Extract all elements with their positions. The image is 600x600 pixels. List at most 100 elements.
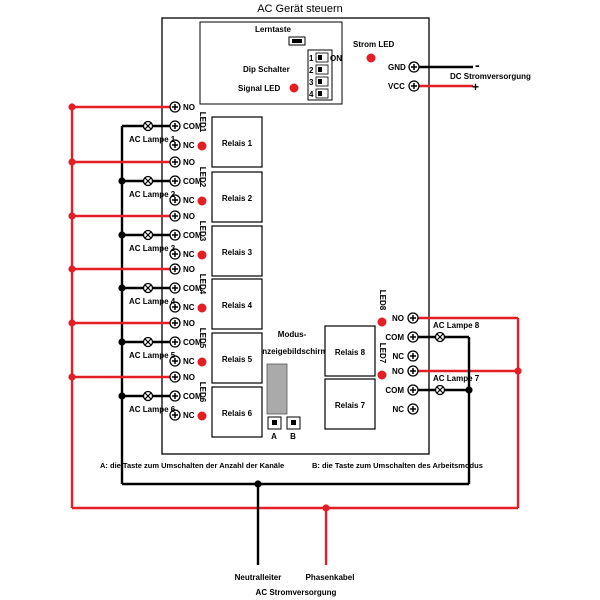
relay-group-right-1: NO COM NC AC Lampe 8 Relais 8 LED8 [324,290,480,377]
terminal-nc-label: NC [183,250,195,259]
terminal-no-label: NO [183,265,195,274]
terminal-no[interactable] [169,156,181,168]
caption-a: A: die Taste zum Umschalten der Anzahl d… [100,461,284,470]
mode-display-label-1: Modus- [278,330,307,339]
terminal-com[interactable] [407,384,419,396]
dip-switch[interactable] [307,49,333,101]
ac-lamp-icon [434,331,446,343]
relay-led-label: LED8 [378,290,387,311]
terminal-nc[interactable] [169,301,181,313]
terminal-nc[interactable] [169,355,181,367]
relay-label: Relais 5 [222,355,253,364]
vcc-label: VCC [388,82,405,91]
terminal-no-label: NO [183,103,195,112]
mode-display-label-2: Anzeigebildschirm [256,347,327,356]
terminal-no-label: NO [392,367,404,376]
ac-lamp-icon [142,229,154,241]
gnd-label: GND [388,63,406,72]
terminal-nc[interactable] [169,409,181,421]
terminal-vcc[interactable] [408,80,420,92]
terminal-nc[interactable] [169,194,181,206]
terminal-no[interactable] [169,263,181,275]
terminal-nc[interactable] [169,248,181,260]
terminal-com[interactable] [169,229,181,241]
terminal-com[interactable] [407,331,419,343]
terminal-no[interactable] [169,371,181,383]
terminal-no-label: NO [183,158,195,167]
button-a-label: A [271,432,277,441]
relay-label: Relais 8 [335,348,366,357]
ac-lamp-label: AC Lampe 8 [433,321,480,330]
terminal-nc-label: NC [183,303,195,312]
junction-dot [68,212,76,220]
relay-led-label: LED5 [198,328,207,349]
ac-lamp-icon [142,120,154,132]
relay-box [211,225,263,277]
ac-lamp-label: AC Lampe 4 [129,297,176,306]
learn-button-label: Lerntaste [255,25,292,34]
terminal-nc[interactable] [169,139,181,151]
terminal-no-label: NO [392,314,404,323]
relay-label: Relais 2 [222,194,253,203]
terminal-nc[interactable] [407,350,419,362]
terminal-com[interactable] [169,390,181,402]
dip-on-label: ON [330,54,342,63]
ac-lamp-label: AC Lampe 2 [129,190,176,199]
power-led [366,53,376,63]
button-b[interactable] [286,416,301,430]
ac-lamp-icon [142,282,154,294]
relay-box [324,325,376,377]
terminal-com[interactable] [169,336,181,348]
relay-led [197,141,207,151]
relay-box [211,332,263,384]
terminal-no-label: NO [183,319,195,328]
terminal-com-label: COM [385,333,404,342]
terminal-nc-label: NC [392,405,404,414]
relay-led [377,317,387,327]
terminal-no-label: NO [183,212,195,221]
terminal-no[interactable] [169,101,181,113]
button-b-label: B [290,432,296,441]
terminal-no[interactable] [407,365,419,377]
junction-dot [322,504,330,512]
relay-led [197,411,207,421]
terminal-com[interactable] [169,282,181,294]
terminal-no[interactable] [169,210,181,222]
relay-led-label: LED1 [198,112,207,133]
terminal-nc-label: NC [392,352,404,361]
terminal-no[interactable] [407,312,419,324]
power-led-label: Strom LED [353,40,395,49]
ac-lamp-label: AC Lampe 1 [129,135,176,144]
relay-led [197,250,207,260]
junction-dot [118,284,126,292]
relay-box [211,386,263,438]
relay-led-label: LED3 [198,221,207,242]
terminal-com[interactable] [169,120,181,132]
ac-lamp-icon [434,384,446,396]
junction-dot [118,177,126,185]
ac-lamp-icon [142,390,154,402]
terminal-no[interactable] [169,317,181,329]
button-a[interactable] [267,416,282,430]
relay-led-label: LED7 [378,343,387,364]
junction-dot [514,367,522,375]
terminal-com[interactable] [169,175,181,187]
relay-led-label: LED6 [198,382,207,403]
signal-led-label: Signal LED [238,84,280,93]
relay-led-label: LED2 [198,167,207,188]
junction-dot [68,103,76,111]
relay-box [211,116,263,168]
terminal-nc[interactable] [407,403,419,415]
junction-dot [118,231,126,239]
relay-led [197,303,207,313]
learn-button[interactable] [288,36,306,46]
terminal-com-label: COM [183,392,202,401]
terminal-com-label: COM [183,284,202,293]
terminal-gnd[interactable] [408,61,420,73]
